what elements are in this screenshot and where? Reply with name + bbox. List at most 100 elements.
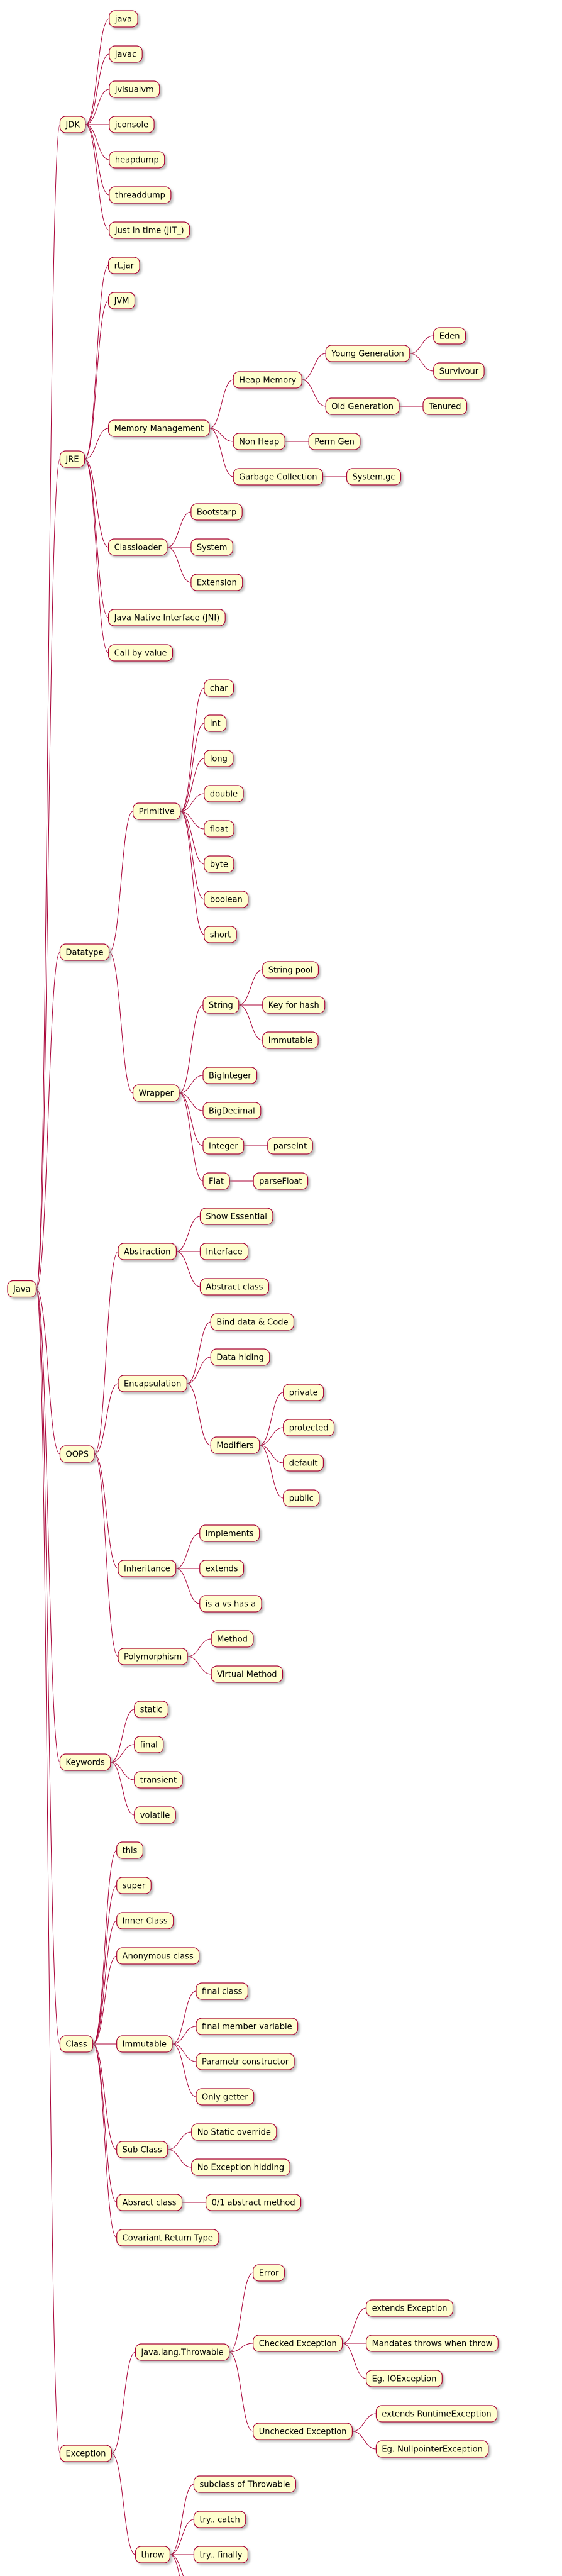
edge-primitive-to-short: [180, 811, 205, 935]
node-label: parseFloat: [259, 1177, 302, 1187]
node-datatype: Datatype: [59, 943, 110, 961]
node-extends-runtimeexception: extends RuntimeException: [375, 2405, 498, 2423]
node-label: JVM: [114, 297, 129, 306]
node-transient: transient: [134, 1771, 183, 1789]
edge-keywords-to-final: [110, 1744, 135, 1763]
node-jdk: JDK: [59, 116, 86, 133]
node-label: Bootstarp: [197, 508, 236, 518]
edge-class-to-sub-class: [92, 2043, 117, 2150]
edge-jdk-to-threaddump: [85, 124, 109, 196]
node-box: [59, 1753, 111, 1771]
node-box: [59, 2445, 113, 2462]
node-box: [109, 45, 143, 63]
node-box: [116, 1841, 144, 1859]
node-label: Abstraction: [124, 1248, 170, 1257]
node-label: subclass of Throwable: [199, 2480, 290, 2490]
node-label: heapdump: [115, 156, 159, 165]
node-label: No Static override: [197, 2128, 271, 2138]
edge-modifiers-to-protected: [259, 1427, 284, 1446]
node-label: java.lang.Throwable: [140, 2348, 223, 2358]
node-long: long: [204, 750, 234, 767]
node-string: String: [202, 996, 240, 1014]
node-box: [107, 257, 140, 274]
node-extension: Extension: [190, 574, 243, 591]
node-heap-memory: Heap Memory: [233, 371, 302, 389]
edge-class-to-absract-class: [92, 2043, 117, 2203]
node-only-getter: Only getter: [196, 2088, 255, 2106]
node-box: [196, 2018, 299, 2035]
node-label: Old Generation: [331, 402, 394, 412]
node-label: Virtual Method: [217, 1670, 277, 1680]
node-box: [109, 116, 155, 133]
node-label: implements: [206, 1530, 254, 1539]
node-label: Eden: [439, 332, 460, 341]
node-no-exception-hidding: No Exception hidding: [191, 2158, 290, 2176]
node-eden: Eden: [433, 327, 466, 345]
edge-encapsulation-to-modifiers: [187, 1383, 211, 1446]
node-wrapper: Wrapper: [132, 1084, 180, 1102]
node-label: jconsole: [114, 121, 148, 130]
node-final-member-variable: final member variable: [196, 2018, 299, 2035]
node-box: [7, 1280, 37, 1298]
node-label: String: [209, 1001, 233, 1011]
node-short: short: [204, 926, 237, 943]
node-box: [118, 1375, 187, 1392]
node-bigdecimal: BigDecimal: [202, 1102, 262, 1119]
node-label: byte: [210, 860, 228, 870]
node-abstraction: Abstraction: [118, 1243, 177, 1260]
edge-datatype-to-wrapper: [109, 952, 133, 1094]
edge-inheritance-to-is-a-vs-has-a: [175, 1568, 200, 1604]
node-label: extends Exception: [372, 2304, 448, 2314]
node-label: long: [210, 755, 228, 764]
node-integer: Integer: [202, 1137, 245, 1155]
edge-java-to-exception: [36, 1289, 60, 2454]
node-label: Exception: [65, 2450, 106, 2459]
node-label: Extension: [197, 579, 237, 588]
node-method: Method: [211, 1630, 254, 1648]
node-label: Show Essential: [206, 1213, 267, 1222]
node-label: Perm Gen: [314, 438, 355, 447]
node-exception: Exception: [59, 2445, 113, 2462]
node-box: [196, 2053, 295, 2070]
node-eg-nullpointerexception: Eg. NullpointerException: [375, 2440, 489, 2458]
edge-primitive-to-char: [180, 687, 205, 812]
edge-primitive-to-long: [180, 758, 204, 812]
node-label: Survivour: [439, 367, 479, 377]
edge-java-lang-throwable-to-error: [229, 2272, 253, 2353]
node-box: [308, 433, 361, 450]
node-garbage-collection: Garbage Collection: [233, 468, 324, 486]
node-0-1-abstract-method: 0/1 abstract method: [205, 2194, 302, 2211]
edge-encapsulation-to-data-hiding: [187, 1357, 211, 1384]
edge-keywords-to-static: [110, 1709, 135, 1763]
node-float: float: [204, 820, 234, 838]
node-class: Class: [59, 2035, 94, 2053]
node-implements: implements: [199, 1524, 260, 1542]
node-box: [132, 802, 181, 820]
node-label: throw: [141, 2551, 164, 2560]
edge-throw-to-try-catch: [170, 2519, 194, 2555]
node-box: [59, 2035, 94, 2053]
node-box: [253, 1172, 309, 1190]
node-label: Unchecked Exception: [259, 2428, 347, 2437]
edge-string-to-string-pool: [238, 969, 263, 1006]
node-box: [204, 750, 234, 767]
node-label: Datatype: [65, 948, 103, 958]
node-label: BigDecimal: [209, 1107, 255, 1116]
edge-throw-to-subclass-of-throwable: [170, 2484, 194, 2555]
node-classloader: Classloader: [107, 538, 168, 556]
node-label: Key for hash: [268, 1001, 319, 1011]
edge-unchecked-exception-to-extends-runtimeexception: [352, 2413, 377, 2432]
edge-unchecked-exception-to-eg-nullpointerexception: [352, 2431, 377, 2450]
node-covariant-return-type: Covariant Return Type: [116, 2229, 219, 2246]
node-data-hiding: Data hiding: [210, 1348, 270, 1366]
edge-primitive-to-byte: [180, 811, 204, 865]
edge-java-lang-throwable-to-unchecked-exception: [229, 2351, 253, 2432]
node-jconsole: jconsole: [109, 116, 155, 133]
node-this: this: [116, 1841, 144, 1859]
node-box: [196, 1982, 249, 2000]
node-is-a-vs-has-a: is a vs has a: [199, 1595, 262, 1613]
node-key-for-hash: Key for hash: [262, 996, 326, 1014]
node-box: [199, 1208, 273, 1225]
edge-oops-to-encapsulation: [94, 1383, 119, 1455]
